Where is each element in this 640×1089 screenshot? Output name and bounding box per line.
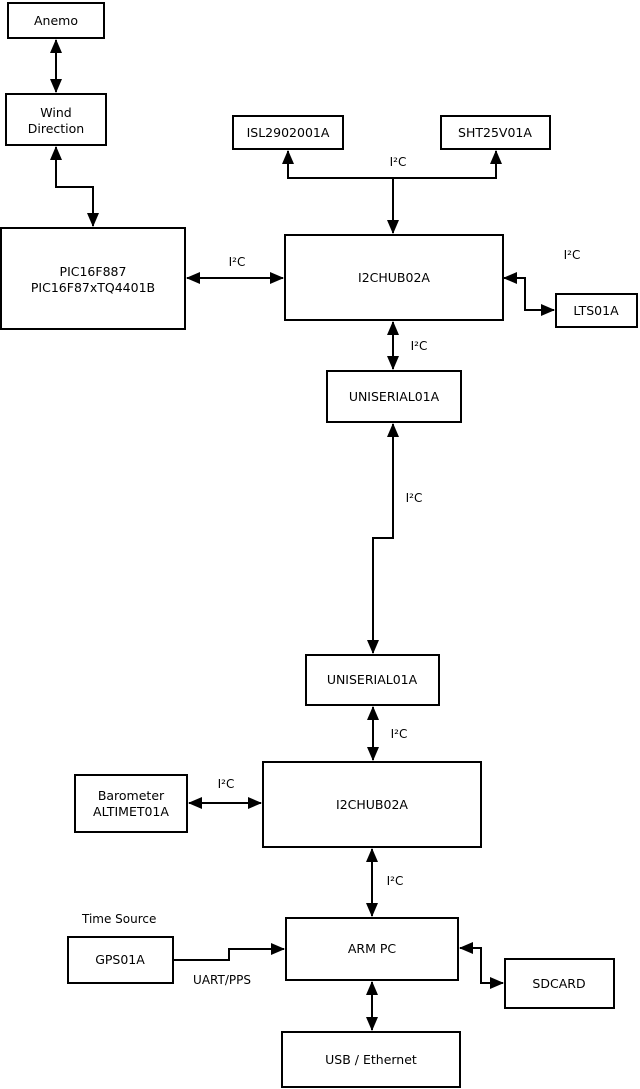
edge-label-hub2-armpc: I²C <box>387 874 404 888</box>
node-wind-direction-box <box>5 93 107 146</box>
edge-labels: I²C I²C I²C I²C I²C I²C I²C I²C UART/PPS… <box>81 155 580 987</box>
edge-gps-armpc <box>173 943 285 961</box>
edges <box>50 39 555 1031</box>
node-wind-direction-label-line2: Direction <box>28 121 84 136</box>
node-gps-box <box>67 936 174 984</box>
node-sdcard-label: SDCARD <box>532 976 585 991</box>
node-usb-ethernet-box <box>281 1031 461 1088</box>
node-usb-ethernet: USB / Ethernet <box>281 1031 461 1088</box>
node-lts-label: LTS01A <box>573 303 619 318</box>
node-wind-direction: Wind Direction <box>5 93 107 146</box>
node-uniserial1: UNISERIAL01A <box>326 370 462 423</box>
node-pic-label-line1: PIC16F887 <box>60 264 127 279</box>
node-uniserial1-label: UNISERIAL01A <box>349 389 440 404</box>
node-uniserial2-box <box>305 654 440 706</box>
node-lts-box <box>555 293 638 328</box>
edge-label-gps-armpc: UART/PPS <box>193 973 251 987</box>
node-barometer-label-line2: ALTIMET01A <box>93 804 169 819</box>
node-uniserial2: UNISERIAL01A <box>305 654 440 706</box>
node-anemo-label: Anemo <box>34 13 78 28</box>
node-pic: PIC16F887 PIC16F87xTQ4401B <box>0 227 186 330</box>
node-anemo: Anemo <box>7 2 105 39</box>
edge-armpc-sdcard <box>459 942 504 989</box>
node-hub2-box <box>262 761 482 848</box>
node-pic-label-line2: PIC16F87xTQ4401B <box>31 280 155 295</box>
node-hub1-box <box>284 234 504 321</box>
edge-hub1-lts <box>503 272 555 316</box>
node-sdcard: SDCARD <box>504 958 615 1009</box>
node-barometer-label-line1: Barometer <box>98 788 165 803</box>
edge-label-uniserial1-uniserial2: I²C <box>406 491 423 505</box>
node-armpc: ARM PC <box>285 917 459 981</box>
node-barometer: Barometer ALTIMET01A <box>74 774 188 833</box>
node-hub2-label: I2CHUB02A <box>336 797 408 812</box>
edge-wind-direction-pic <box>50 146 99 227</box>
node-armpc-label: ARM PC <box>348 941 397 956</box>
node-lts: LTS01A <box>555 293 638 328</box>
edge-label-barometer-hub2: I²C <box>218 777 235 791</box>
node-hub1: I2CHUB02A <box>284 234 504 321</box>
edge-label-pic-hub1: I²C <box>229 255 246 269</box>
annotation-time-source: Time Source <box>81 912 156 926</box>
node-isl: ISL2902001A <box>232 115 344 150</box>
node-uniserial1-box <box>326 370 462 423</box>
node-gps-label: GPS01A <box>95 952 145 967</box>
node-barometer-box <box>74 774 188 833</box>
edge-label-hub1-uniserial1: I²C <box>411 339 428 353</box>
node-anemo-box <box>7 2 105 39</box>
node-sdcard-box <box>504 958 615 1009</box>
node-hub2: I2CHUB02A <box>262 761 482 848</box>
node-gps: GPS01A <box>67 936 174 984</box>
edge-label-hub1-sensors: I²C <box>390 155 407 169</box>
node-isl-label: ISL2902001A <box>247 125 330 140</box>
node-pic-box <box>0 227 186 330</box>
node-sht-label: SHT25V01A <box>458 125 532 140</box>
node-sht: SHT25V01A <box>440 115 551 150</box>
node-wind-direction-label-line1: Wind <box>40 105 71 120</box>
edge-uniserial1-uniserial2 <box>367 423 399 654</box>
node-sht-box <box>440 115 551 150</box>
node-hub1-label: I2CHUB02A <box>358 270 430 285</box>
node-usb-ethernet-label: USB / Ethernet <box>325 1052 417 1067</box>
node-armpc-box <box>285 917 459 981</box>
node-uniserial2-label: UNISERIAL01A <box>327 672 418 687</box>
edge-label-hub1-lts: I²C <box>564 248 581 262</box>
edge-label-uniserial2-hub2: I²C <box>391 727 408 741</box>
node-isl-box <box>232 115 344 150</box>
